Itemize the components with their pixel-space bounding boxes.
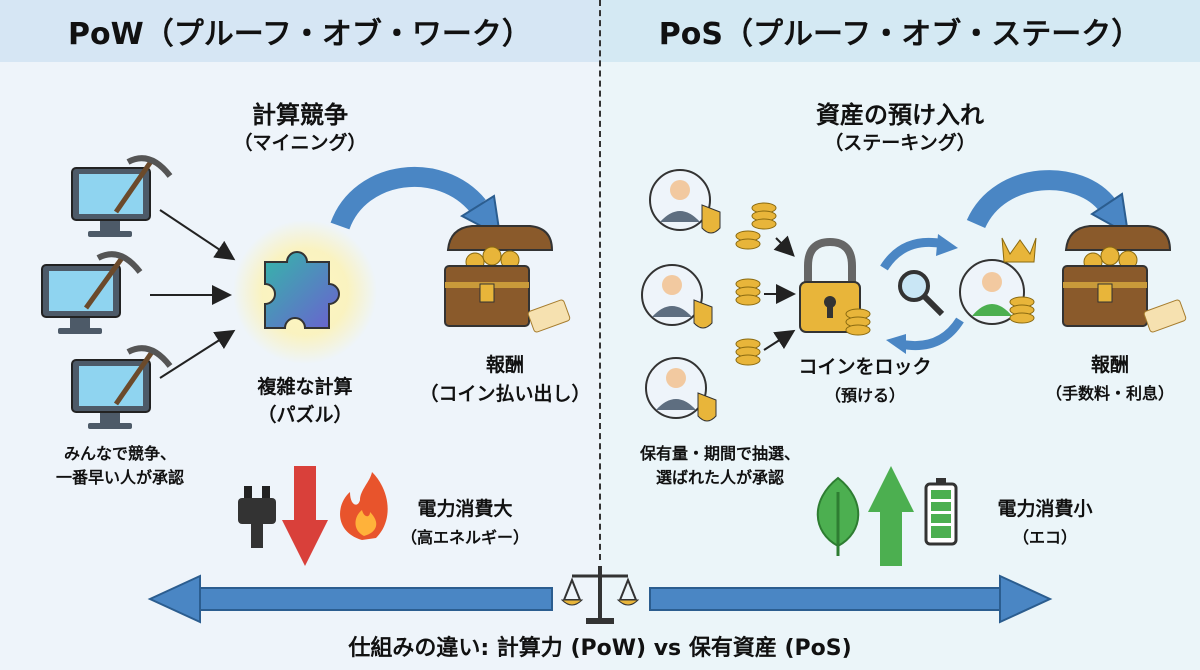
reward-arrow <box>966 170 1117 229</box>
coin-stack-icon <box>735 278 761 306</box>
pow-section-title: 計算競争 <box>252 101 348 129</box>
up-arrow-icon <box>868 466 914 566</box>
pow-header: PoW（プルーフ・オブ・ワーク） <box>0 0 600 62</box>
down-arrow-icon <box>282 466 328 566</box>
scale-icon <box>560 566 640 624</box>
cycle-arrows-icon <box>880 234 964 354</box>
flow-arrow <box>773 235 795 257</box>
puzzle-label: 複雑な計算 <box>257 376 353 398</box>
pow-note-line1: みんなで競争、 <box>63 444 176 463</box>
flame-icon <box>340 472 388 540</box>
pos-note-line2: 選ばれた人が承認 <box>655 468 784 487</box>
pos-reward-label: 報酬 <box>1090 354 1129 376</box>
validator-icon <box>959 237 1037 325</box>
pos-section-title: 資産の預け入れ <box>816 101 984 129</box>
pow-reward-label: 報酬 <box>485 354 524 376</box>
puzzle-subtitle: （パズル） <box>257 404 353 426</box>
pos-energy-label: 電力消費小 <box>997 498 1093 520</box>
flow-arrow <box>159 209 236 261</box>
computer-icon <box>71 155 173 237</box>
pow-reward-subtitle: （コイン払い出し） <box>419 383 591 405</box>
pos-panel <box>600 62 1200 670</box>
leaf-icon <box>816 476 860 556</box>
pow-energy-subtitle: （高エネルギー） <box>400 528 529 547</box>
puzzle-icon <box>233 220 377 364</box>
magnifier-icon <box>898 270 945 317</box>
battery-icon <box>924 478 958 546</box>
pow-energy-label: 電力消費大 <box>417 498 513 520</box>
pos-note-line1: 保有量・期間で抽選、 <box>639 444 800 463</box>
pos-section-subtitle: （ステーキング） <box>824 132 976 154</box>
computer-icon <box>71 345 173 429</box>
treasure-chest-icon <box>1062 225 1187 333</box>
lock-label: コインをロック <box>798 356 932 378</box>
treasure-chest-icon <box>444 225 571 333</box>
footer-caption: 仕組みの違い: 計算力 (PoW) vs 保有資産 (PoS) <box>348 636 852 661</box>
pos-reward-subtitle: （手数料・利息） <box>1045 384 1174 403</box>
lock-icon <box>799 237 871 336</box>
coin-stack-icon <box>735 338 761 366</box>
pos-energy-subtitle: （エコ） <box>1012 528 1077 547</box>
plug-icon <box>238 486 276 548</box>
user-icon <box>645 357 717 422</box>
pow-note-line2: 一番早い人が承認 <box>55 468 184 487</box>
computer-icon <box>41 251 143 334</box>
comparison-arrow <box>147 574 1053 624</box>
lock-subtitle: （預ける） <box>824 386 905 405</box>
flow-arrow <box>763 329 796 351</box>
pos-header: PoS（プルーフ・オブ・ステーク） <box>600 0 1200 62</box>
user-icon <box>649 169 721 234</box>
pow-section-subtitle: （マイニング） <box>233 132 367 154</box>
center-divider <box>599 0 601 560</box>
user-icon <box>641 264 713 329</box>
flow-arrow <box>159 329 236 379</box>
coin-stack-icon <box>735 202 777 250</box>
reward-arrow <box>330 167 486 230</box>
